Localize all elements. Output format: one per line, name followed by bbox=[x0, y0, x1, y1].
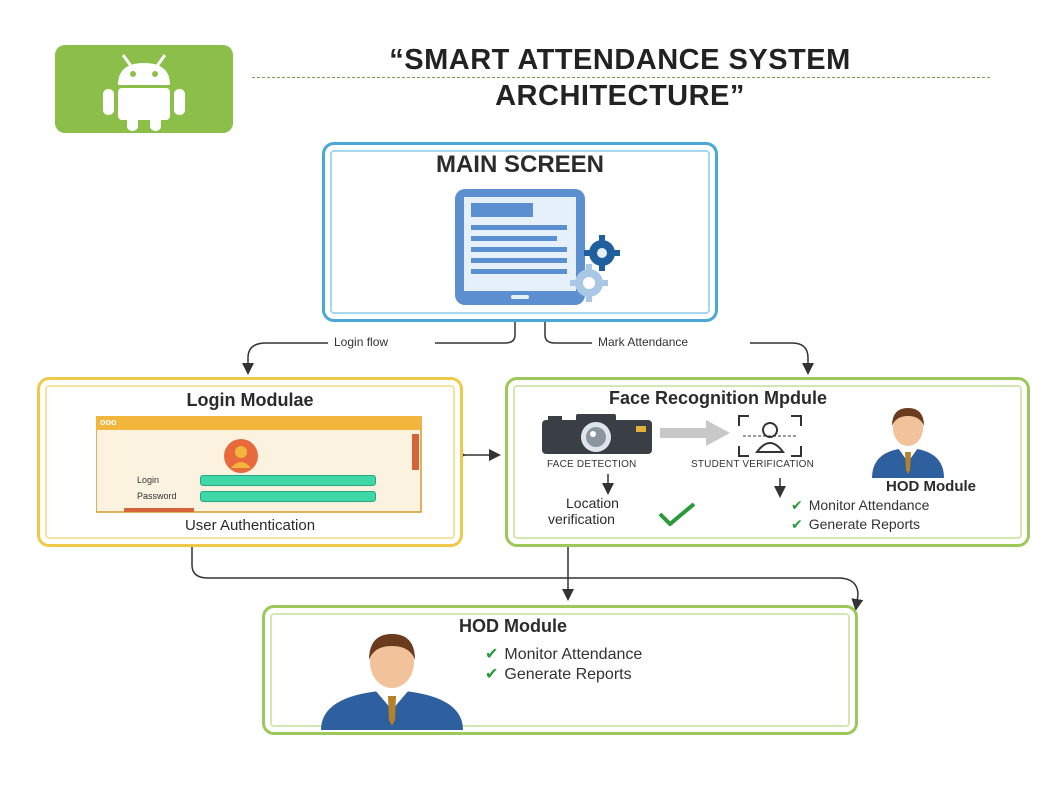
title-divider bbox=[252, 77, 990, 78]
check-icon: ✔ bbox=[485, 646, 499, 663]
gear-icon bbox=[584, 235, 620, 271]
login-module-title: Login Modulae bbox=[186, 390, 314, 410]
camera-icon bbox=[542, 414, 652, 454]
arrow-right-icon bbox=[660, 420, 730, 446]
face-recognition-title: Face Recognition Mpdule bbox=[608, 388, 827, 408]
android-logo bbox=[55, 45, 233, 133]
login-label: Login bbox=[137, 475, 160, 485]
password-input[interactable] bbox=[200, 491, 376, 502]
face-scan-icon bbox=[738, 415, 802, 457]
check-icon: ✔ bbox=[791, 516, 803, 532]
login-module-box: Login Modulae ooo Login Password User Au… bbox=[37, 377, 463, 547]
face-hod-item-reports: ✔Generate Reports bbox=[791, 516, 921, 532]
businessman-icon bbox=[872, 408, 944, 478]
location-line1: Location bbox=[566, 495, 619, 511]
face-detection-label: FACE DETECTION bbox=[547, 459, 637, 470]
main-screen-title: MAIN SCREEN bbox=[435, 151, 604, 178]
diagram-title-line2: ARCHITECTURE” bbox=[495, 80, 745, 112]
face-recognition-box: Face Recognition Mpdule FACE DETECTION S… bbox=[505, 377, 1030, 547]
user-avatar-icon bbox=[224, 439, 258, 473]
businessman-icon bbox=[321, 634, 463, 730]
diagram-title-line1: “SMART ATTENDANCE SYSTEM bbox=[389, 44, 851, 76]
user-authentication-caption: User Authentication bbox=[184, 517, 316, 534]
face-hod-title: HOD Module bbox=[886, 478, 976, 495]
check-icon bbox=[658, 502, 696, 526]
check-icon: ✔ bbox=[485, 666, 499, 683]
hod-item-monitor: ✔Monitor Attendance bbox=[485, 646, 643, 663]
location-line2: verification bbox=[548, 511, 615, 527]
android-icon bbox=[103, 54, 185, 131]
student-verification-label: STUDENT VERIFICATION bbox=[691, 459, 815, 470]
login-flow-label: Login flow bbox=[330, 335, 393, 349]
window-dots: ooo bbox=[100, 417, 117, 427]
login-input[interactable] bbox=[200, 475, 376, 486]
password-label: Password bbox=[137, 491, 177, 501]
tablet-icon bbox=[455, 189, 620, 305]
check-icon: ✔ bbox=[791, 497, 803, 513]
main-screen-box: MAIN SCREEN bbox=[322, 142, 718, 322]
hod-module-title: HOD Module bbox=[459, 616, 567, 636]
mark-attendance-label: Mark Attendance bbox=[594, 335, 693, 349]
face-hod-item-monitor: ✔Monitor Attendance bbox=[791, 497, 930, 513]
hod-module-box: HOD Module ✔Monitor Attendance ✔Generate… bbox=[262, 605, 858, 735]
hod-item-reports: ✔Generate Reports bbox=[485, 666, 632, 683]
